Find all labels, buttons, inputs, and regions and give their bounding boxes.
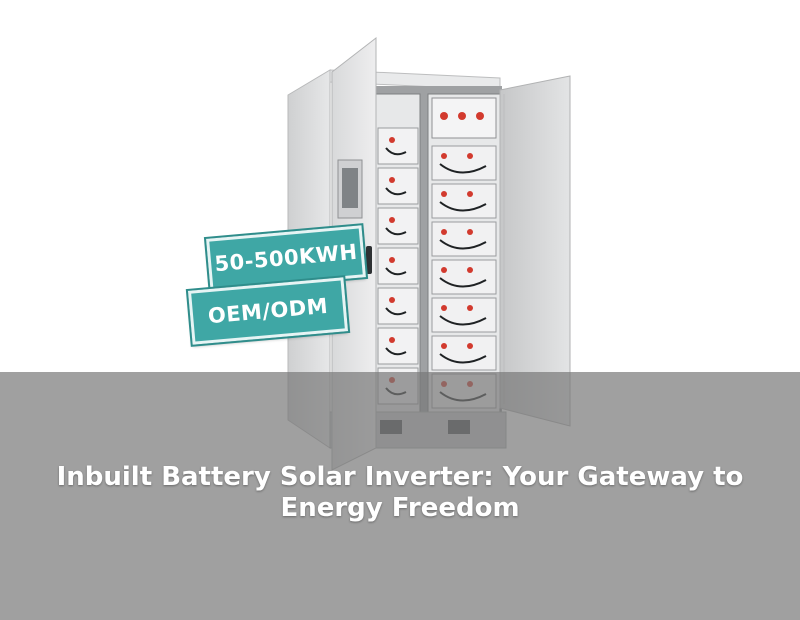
cable: [439, 239, 487, 250]
battery-module: [377, 167, 419, 205]
cable: [385, 267, 407, 276]
cable: [439, 163, 487, 174]
cable: [439, 353, 487, 364]
terminal-dot: [389, 337, 395, 343]
caption-overlay: [0, 372, 800, 620]
terminal-dot: [389, 257, 395, 263]
breaker-dot: [440, 112, 448, 120]
battery-module: [431, 183, 497, 219]
article-title: Inbuilt Battery Solar Inverter: Your Gat…: [56, 462, 744, 523]
cable: [439, 201, 487, 212]
battery-module: [377, 127, 419, 165]
battery-module: [431, 259, 497, 295]
battery-module: [431, 297, 497, 333]
cable: [439, 277, 487, 288]
terminal-dot: [441, 229, 447, 235]
terminal-dot: [389, 177, 395, 183]
cable: [439, 315, 487, 326]
terminal-dot: [389, 297, 395, 303]
door-display-screen: [342, 168, 358, 208]
battery-module: [377, 287, 419, 325]
battery-module: [431, 145, 497, 181]
battery-module: [431, 221, 497, 257]
terminal-dot: [467, 191, 473, 197]
cable: [385, 187, 407, 196]
terminal-dot: [441, 191, 447, 197]
battery-module: [377, 207, 419, 245]
battery-module: [377, 327, 419, 365]
battery-module: [377, 247, 419, 285]
cable: [385, 227, 407, 236]
battery-module: [431, 335, 497, 371]
door-handle: [366, 246, 372, 274]
cable: [385, 307, 407, 316]
terminal-dot: [441, 153, 447, 159]
cable: [385, 147, 407, 156]
cable: [385, 347, 407, 356]
terminal-dot: [389, 217, 395, 223]
terminal-dot: [389, 137, 395, 143]
terminal-dot: [467, 343, 473, 349]
terminal-dot: [467, 153, 473, 159]
terminal-dot: [441, 267, 447, 273]
terminal-dot: [441, 305, 447, 311]
terminal-dot: [467, 267, 473, 273]
terminal-dot: [467, 229, 473, 235]
breaker-dot: [476, 112, 484, 120]
terminal-dot: [441, 343, 447, 349]
terminal-dot: [467, 305, 473, 311]
breaker-dot: [458, 112, 466, 120]
